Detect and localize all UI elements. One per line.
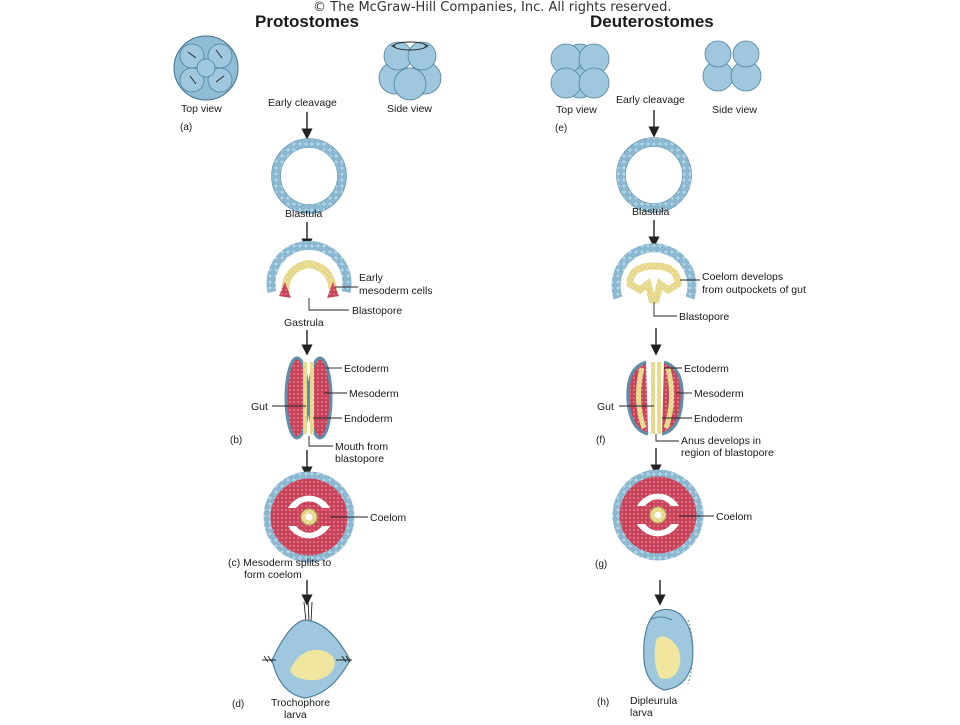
deut-coelom-cross-section — [612, 469, 704, 561]
deuterostomes-column: Deuterostomes Top view (e) Side view Ear… — [550, 12, 806, 719]
deut-gastrula — [611, 243, 697, 304]
protostomes-heading: Protostomes — [255, 12, 359, 31]
deut-blastula — [616, 137, 692, 213]
spiral-cleavage-top-view — [173, 35, 239, 101]
proto-elongated-embryo — [284, 356, 333, 440]
proto-blastula — [271, 138, 347, 214]
deut-early-cleavage-label: Early cleavage — [616, 94, 685, 106]
spiral-cleavage-side-view — [378, 41, 442, 101]
deuterostomes-heading: Deuterostomes — [590, 12, 714, 31]
proto-early-cleavage-label: Early cleavage — [268, 97, 337, 109]
radial-cleavage-side-view — [702, 40, 762, 92]
deut-coelom-develops-label-1: Coelom develops — [702, 271, 783, 283]
proto-mouth-label-1: Mouth from — [335, 441, 388, 453]
radial-cleavage-top-view — [550, 43, 610, 99]
dipleurula-larva — [643, 608, 694, 691]
proto-mouth-label-2: blastopore — [335, 453, 384, 465]
proto-blastopore-label: Blastopore — [352, 305, 402, 317]
trochophore-label-2: larva — [284, 709, 307, 720]
deut-mesoderm-label: Mesoderm — [694, 388, 744, 400]
trochophore-larva — [262, 599, 352, 699]
proto-coelom-label: Coelom — [370, 512, 406, 524]
panel-h-label: (h) — [597, 697, 609, 708]
proto-early-label: Early — [359, 272, 384, 284]
proto-endoderm-label: Endoderm — [344, 413, 393, 425]
deut-side-view-label: Side view — [712, 104, 757, 116]
deut-ectoderm-label: Ectoderm — [684, 363, 729, 375]
panel-g-label: (g) — [595, 559, 607, 570]
proto-ectoderm-label: Ectoderm — [344, 363, 389, 375]
proto-blastopore-pointer — [308, 298, 349, 311]
proto-gastrula-label: Gastrula — [284, 317, 324, 329]
panel-d-label: (d) — [232, 699, 244, 710]
deut-endoderm-label: Endoderm — [694, 413, 743, 425]
panel-c-label-2: form coelom — [244, 569, 302, 581]
panel-a-label: (a) — [180, 122, 192, 133]
protostomes-column: Protostomes Top view (a) Side view Early… — [173, 12, 442, 721]
panel-f-label: (f) — [596, 435, 605, 446]
panel-e-label: (e) — [555, 123, 567, 134]
proto-top-view-label: Top view — [181, 103, 222, 115]
deut-blastula-label: Blastula — [632, 206, 670, 218]
proto-side-view-label: Side view — [387, 103, 432, 115]
deut-coelom-label: Coelom — [716, 511, 752, 523]
copyright-notice: © The McGraw-Hill Companies, Inc. All ri… — [313, 0, 672, 15]
deut-elongated-embryo — [626, 360, 684, 436]
deut-blastopore-label: Blastopore — [679, 311, 729, 323]
deut-anus-label-2: region of blastopore — [681, 447, 774, 459]
proto-blastula-label: Blastula — [285, 208, 323, 220]
proto-mesoderm-label: Mesoderm — [349, 388, 399, 400]
proto-mesoderm-cells-label: mesoderm cells — [359, 285, 433, 297]
proto-gut-label: Gut — [251, 401, 268, 413]
dipleurula-label-1: Dipleurula — [630, 695, 677, 707]
dipleurula-label-2: larva — [630, 707, 653, 719]
deut-coelom-develops-label-2: from outpockets of gut — [702, 284, 806, 296]
deut-top-view-label: Top view — [556, 104, 597, 116]
trochophore-label-1: Trochophore — [271, 697, 330, 709]
deut-gut-label: Gut — [597, 401, 614, 413]
proto-gastrula — [266, 240, 352, 298]
deut-anus-label-1: Anus develops in — [681, 435, 761, 447]
panel-b-label: (b) — [230, 435, 242, 446]
panel-c-label-1: (c) Mesoderm splits to — [228, 557, 331, 569]
